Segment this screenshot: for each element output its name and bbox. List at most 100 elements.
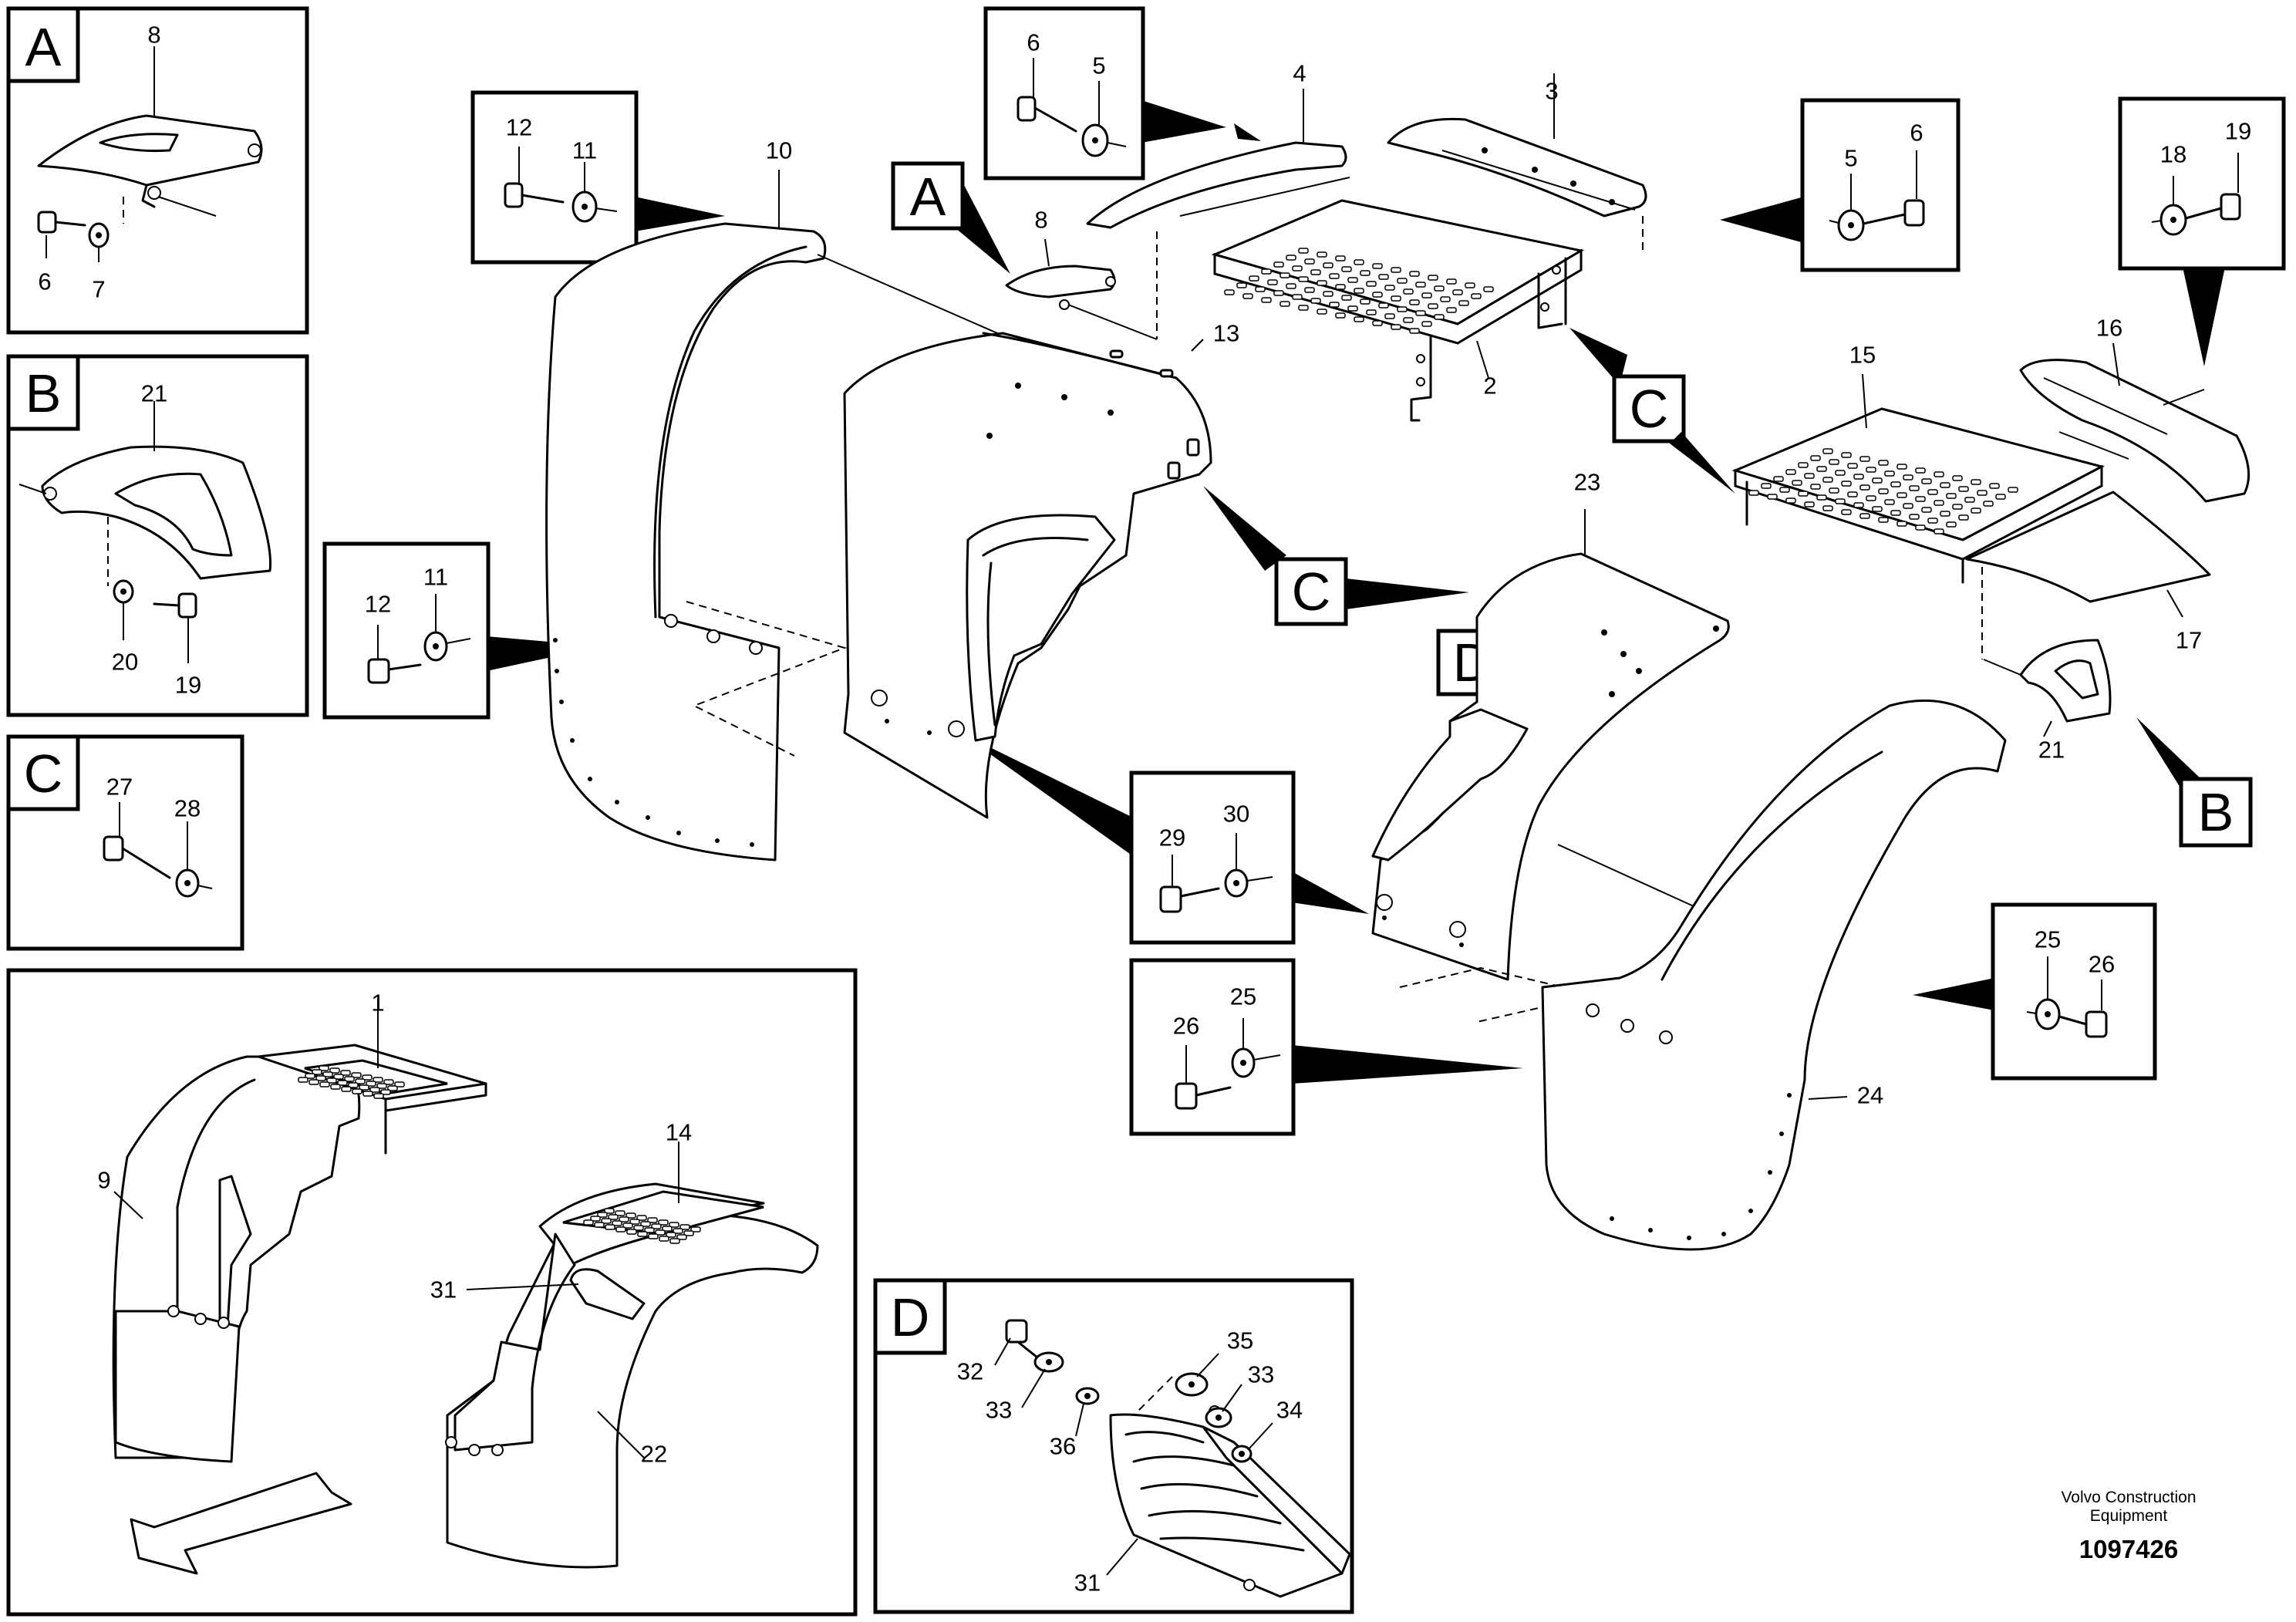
perforation-hole xyxy=(1847,491,1858,497)
perforation-hole xyxy=(330,1084,341,1090)
perforation-hole xyxy=(1859,484,1870,491)
perforation-hole xyxy=(1483,286,1494,292)
perforation-hole xyxy=(1829,487,1839,494)
part-label-11: 11 xyxy=(423,564,448,591)
document-number: 1097426 xyxy=(2079,1535,2178,1563)
detail-box-b-letter: B xyxy=(25,363,62,423)
perforation-hole xyxy=(647,1217,658,1223)
perforation-hole xyxy=(1798,462,1809,468)
perforation-hole xyxy=(1249,275,1259,282)
perforation-hole xyxy=(319,1065,329,1071)
perforation-hole xyxy=(1779,487,1790,493)
perforation-hole xyxy=(1372,320,1383,326)
perforation-hole xyxy=(1286,255,1296,261)
perforation-hole xyxy=(1341,266,1352,272)
part-step-8-mid: 8 xyxy=(1005,207,1158,340)
perforation-hole xyxy=(1397,278,1408,284)
perforation-hole xyxy=(590,1216,601,1222)
svg-text:C: C xyxy=(1292,561,1331,622)
part-label-16: 16 xyxy=(2096,315,2122,342)
perforation-hole xyxy=(1940,511,1950,517)
perforation-hole xyxy=(1927,518,1938,524)
perforation-hole xyxy=(383,1079,394,1085)
perforation-hole xyxy=(1292,294,1303,300)
perforation-hole xyxy=(1335,284,1346,290)
part-label-21: 21 xyxy=(141,380,167,407)
perforation-hole xyxy=(1977,490,1988,496)
part-label-15: 15 xyxy=(1849,342,1876,369)
perforation-hole xyxy=(1347,305,1358,312)
perforation-hole xyxy=(298,1077,308,1083)
perforation-hole xyxy=(1421,292,1432,298)
callout-box-26-25: 26 25 xyxy=(1129,958,1523,1136)
perforation-hole xyxy=(1909,485,1920,491)
perforation-hole xyxy=(1310,298,1321,304)
perforation-hole xyxy=(1267,279,1278,285)
perforation-hole xyxy=(1440,296,1451,302)
perforation-hole xyxy=(1341,295,1352,301)
perforation-hole xyxy=(1446,278,1457,285)
part-label-12: 12 xyxy=(365,591,391,618)
perforation-hole xyxy=(1927,489,1938,495)
perforation-hole xyxy=(1989,483,2000,489)
detail-box-d: D 32 33 36 35 33 34 31 xyxy=(873,1278,1354,1614)
perforation-hole xyxy=(1242,293,1253,299)
part-label-33: 33 xyxy=(986,1397,1012,1424)
perforation-hole xyxy=(1847,463,1858,469)
perforation-hole xyxy=(1829,459,1839,465)
perforation-hole xyxy=(1434,285,1445,292)
perforation-hole xyxy=(1934,528,1944,534)
perforation-hole xyxy=(690,1226,701,1233)
perforation-hole xyxy=(673,1228,683,1234)
perforation-hole xyxy=(1255,286,1266,292)
part-label-8: 8 xyxy=(147,22,160,49)
perforation-hole xyxy=(1279,272,1290,278)
callout-box-5-6-right: 5 6 xyxy=(1720,98,1961,272)
brand-line-1: Volvo Construction xyxy=(2061,1489,2196,1506)
perforation-hole xyxy=(394,1081,405,1088)
perforation-hole xyxy=(1317,309,1327,315)
perforation-hole xyxy=(633,1225,644,1231)
part-label-22: 22 xyxy=(641,1441,667,1468)
perforation-hole xyxy=(608,1214,619,1220)
part-label-21: 21 xyxy=(2038,737,2065,764)
part-label-10: 10 xyxy=(766,137,792,164)
perforation-hole xyxy=(369,1087,380,1093)
part-label-19: 19 xyxy=(2225,118,2251,145)
perforation-hole xyxy=(1810,455,1821,461)
perforation-hole xyxy=(1995,494,2006,500)
perforation-hole xyxy=(1378,302,1389,309)
svg-text:C: C xyxy=(1630,379,1669,439)
perforation-hole xyxy=(1872,477,1883,484)
perforation-hole xyxy=(651,1223,662,1229)
perforation-hole xyxy=(1391,324,1401,330)
part-strip-4: 4 xyxy=(1086,60,1350,229)
part-fender-13: 13 xyxy=(843,320,1239,819)
perforation-hole xyxy=(1261,297,1272,303)
perforation-hole xyxy=(1428,303,1438,309)
perforation-hole xyxy=(1785,497,1796,504)
detail-box-b: B 21 20 19 xyxy=(6,354,309,717)
perforation-hole xyxy=(1273,261,1284,268)
perforation-hole xyxy=(1366,281,1377,287)
part-strip-3: 3 xyxy=(1387,73,1647,251)
perforation-hole xyxy=(637,1231,648,1237)
part-label-31: 31 xyxy=(430,1276,457,1303)
perforation-hole xyxy=(1323,291,1333,297)
footer-branding: Volvo Construction Equipment 1097426 xyxy=(2061,1489,2196,1563)
part-label-6: 6 xyxy=(1910,120,1923,147)
perforation-hole xyxy=(1372,292,1383,298)
callout-letter-c-top: C xyxy=(1569,328,1735,494)
perforation-hole xyxy=(2008,487,2018,493)
perforation-hole xyxy=(1958,486,1969,492)
perforation-hole xyxy=(597,1212,608,1218)
part-label-5: 5 xyxy=(1844,145,1857,172)
perforation-hole xyxy=(1964,497,1975,503)
perforation-hole xyxy=(1853,502,1864,508)
perforation-hole xyxy=(1859,513,1870,519)
part-label-28: 28 xyxy=(174,795,201,822)
part-label-25: 25 xyxy=(2035,926,2061,953)
perforation-hole xyxy=(387,1085,398,1091)
perforation-hole xyxy=(1279,301,1290,307)
